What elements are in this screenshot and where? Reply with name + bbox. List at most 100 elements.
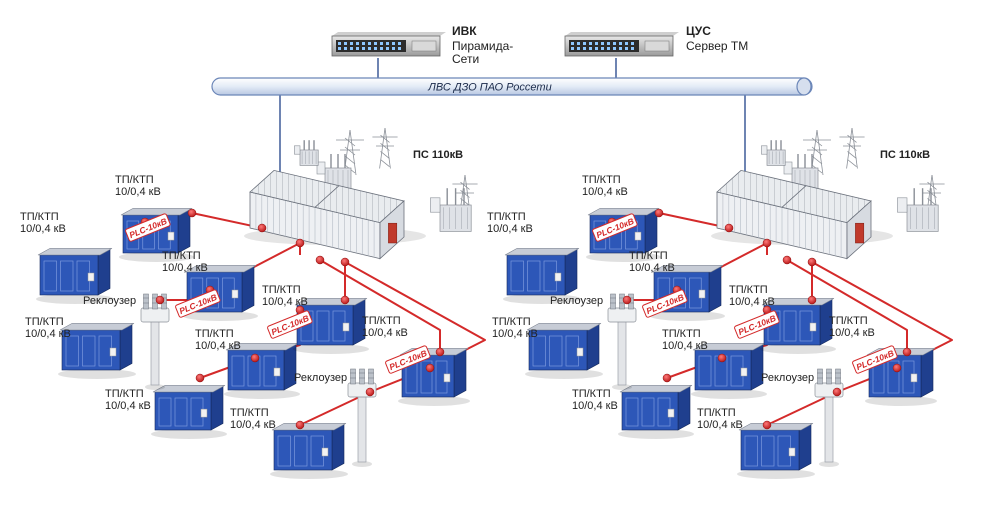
connection-node [782,255,792,265]
tp-label-voltage: 10/0,4 кВ [492,328,538,340]
server-ivk: ИВК Пирамида- Сети [331,24,513,66]
tp-label-voltage: 10/0,4 кВ [230,419,276,431]
tp-label-voltage: 10/0,4 кВ [697,419,743,431]
server-cus-line1: Сервер ТМ [686,39,748,53]
rack-server-icon [331,32,446,57]
tp-label-title: ТП/КТП [572,388,611,400]
tp-label-voltage: 10/0,4 кВ [729,296,775,308]
transformer-icon [761,140,786,166]
plc-line [319,259,441,352]
connection-node [902,347,912,357]
tp-ktp-box [525,322,603,379]
lan-bus-label: ЛВС ДЗО ПАО Россети [427,82,551,94]
connection-node [662,373,672,383]
tp-label-title: ТП/КТП [662,328,701,340]
tp-ktp-box [293,297,369,354]
recloser-icon [140,293,170,390]
tp-label-title: ТП/КТП [115,174,154,186]
tp-ktp-box [58,322,136,379]
tp-ktp-box [36,247,114,304]
tp-label-voltage: 10/0,4 кВ [662,340,708,352]
substation-label: ПС 110кВ [880,149,930,161]
tp-label-title: ТП/КТП [729,284,768,296]
connection-node [295,420,305,430]
transformer-icon [430,188,472,232]
recloser-label: Реклоузер [83,295,136,307]
tp-label-title: ТП/КТП [20,211,59,223]
tp-label-voltage: 10/0,4 кВ [572,400,618,412]
connection-node [807,295,817,305]
connection-node [195,373,205,383]
substation-building [711,169,893,260]
tp-label-voltage: 10/0,4 кВ [629,262,675,274]
tp-label-voltage: 10/0,4 кВ [25,328,71,340]
recloser-label: Реклоузер [294,372,347,384]
connection-node [717,353,727,363]
server-cus-title: ЦУС [686,24,711,38]
tp-label-voltage: 10/0,4 кВ [362,327,408,339]
connection-node [187,208,197,218]
server-ivk-line2: Сети [452,52,479,66]
connection-node [622,295,632,305]
connection-node [250,353,260,363]
connection-node [340,295,350,305]
connection-node [295,238,305,248]
tp-label-title: ТП/КТП [262,284,301,296]
transformer-icon [897,188,939,232]
substation-equipment [294,127,945,232]
substation-label: ПС 110кВ [413,149,463,161]
plc-line [786,259,908,352]
power-tower-icon [336,129,364,176]
connection-node [155,295,165,305]
connection-node [762,420,772,430]
tp-label-voltage: 10/0,4 кВ [829,327,875,339]
server-cus: ЦУС Сервер ТМ [564,24,748,57]
tp-label-voltage: 10/0,4 кВ [262,296,308,308]
tp-label-voltage: 10/0,4 кВ [162,262,208,274]
connection-node [257,223,267,233]
connection-node [724,223,734,233]
tp-label-voltage: 10/0,4 кВ [105,400,151,412]
power-tower-icon [839,127,865,169]
tp-label-title: ТП/КТП [492,316,531,328]
transformer-icon [294,140,319,166]
recloser-icon [814,368,844,467]
connection-node [892,363,902,373]
server-ivk-line1: Пирамида- [452,39,513,53]
recloser-label: Реклоузер [761,372,814,384]
tp-label-title: ТП/КТП [195,328,234,340]
connection-node [807,257,817,267]
tp-label-voltage: 10/0,4 кВ [582,186,628,198]
tp-ktp-box [618,384,694,439]
tp-label-title: ТП/КТП [162,250,201,262]
tp-label-title: ТП/КТП [362,315,401,327]
connection-node [365,387,375,397]
tp-label-title: ТП/КТП [629,250,668,262]
tp-label-title: ТП/КТП [25,316,64,328]
tp-label-title: ТП/КТП [697,407,736,419]
tp-label-voltage: 10/0,4 кВ [487,223,533,235]
tp-label-title: ТП/КТП [582,174,621,186]
network-objects [36,169,937,479]
lan-bus: ЛВС ДЗО ПАО Россети [211,58,813,205]
recloser-label: Реклоузер [550,295,603,307]
rack-server-icon [564,32,679,57]
tp-label-voltage: 10/0,4 кВ [20,223,66,235]
power-tower-icon [372,127,398,169]
connection-node [435,347,445,357]
connection-node [340,257,350,267]
tp-label-voltage: 10/0,4 кВ [115,186,161,198]
tp-ktp-box [270,422,348,479]
tp-label-title: ТП/КТП [487,211,526,223]
recloser-icon [347,368,377,467]
connection-node [832,387,842,397]
tp-ktp-box [737,422,815,479]
connection-node [762,238,772,248]
substation-building [244,169,426,260]
tp-label-voltage: 10/0,4 кВ [195,340,241,352]
tp-label-title: ТП/КТП [105,388,144,400]
tp-label-title: ТП/КТП [230,407,269,419]
